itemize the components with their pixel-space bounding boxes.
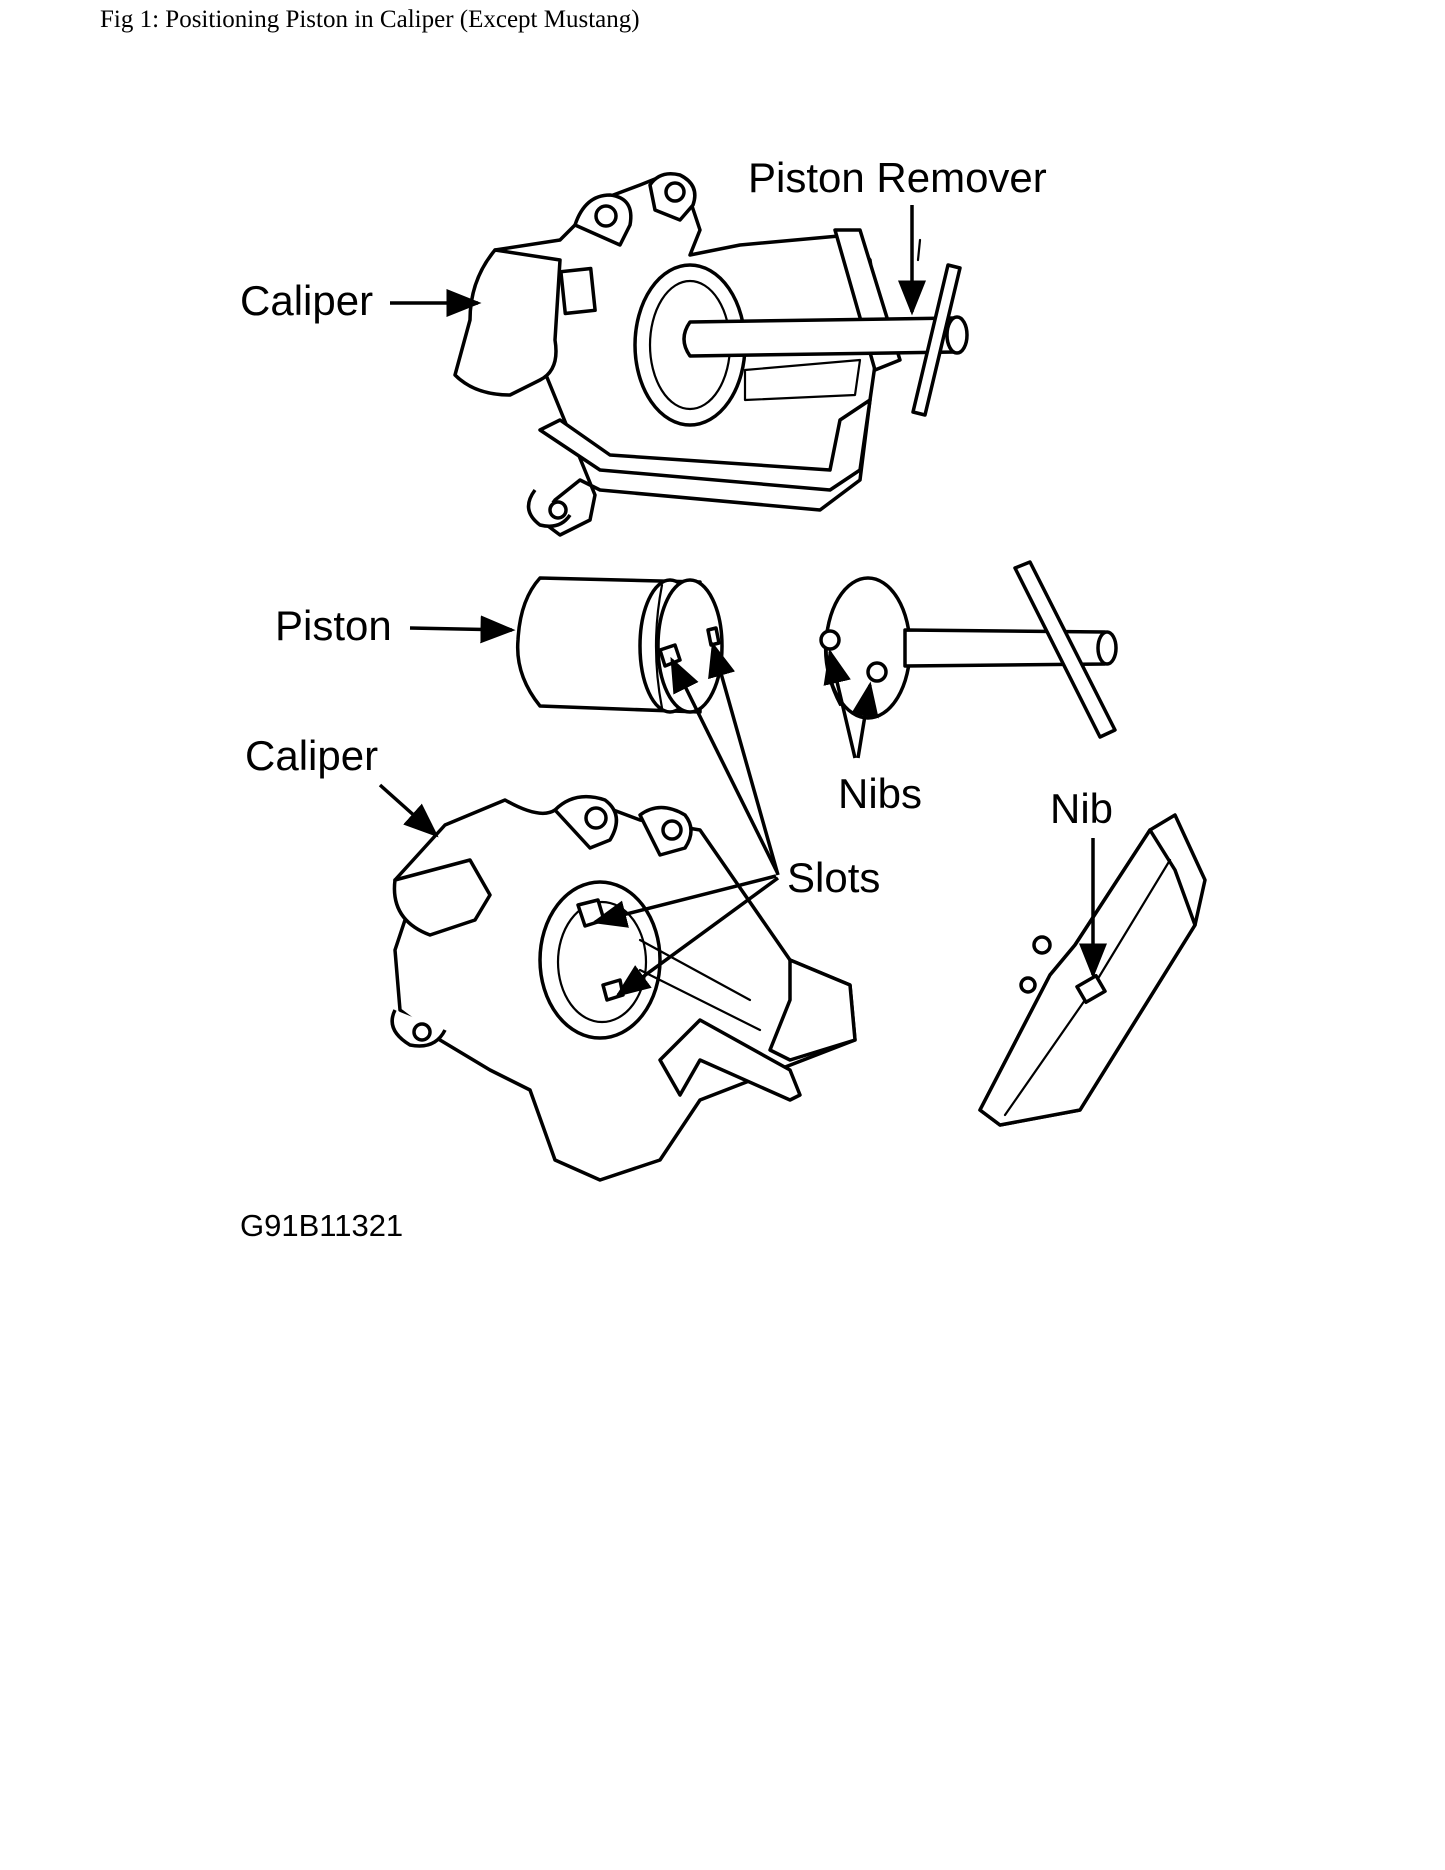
callout-arrows (378, 205, 1107, 998)
figure-code: G91B11321 (240, 1208, 403, 1243)
figure-caption: Fig 1: Positioning Piston in Caliper (Ex… (100, 6, 640, 33)
piston-illustration (515, 576, 724, 714)
label-piston: Piston (275, 602, 392, 649)
caliper-housing-illustration (390, 794, 857, 1182)
label-nibs: Nibs (838, 770, 922, 817)
label-caliper-top: Caliper (240, 277, 373, 324)
label-piston-remover: Piston Remover (748, 154, 1047, 201)
label-slots: Slots (787, 854, 880, 901)
label-nib: Nib (1050, 785, 1113, 832)
label-caliper-bottom: Caliper (245, 732, 378, 779)
caliper-assembly-illustration (453, 172, 969, 537)
nib-tool-illustration (819, 560, 1118, 739)
